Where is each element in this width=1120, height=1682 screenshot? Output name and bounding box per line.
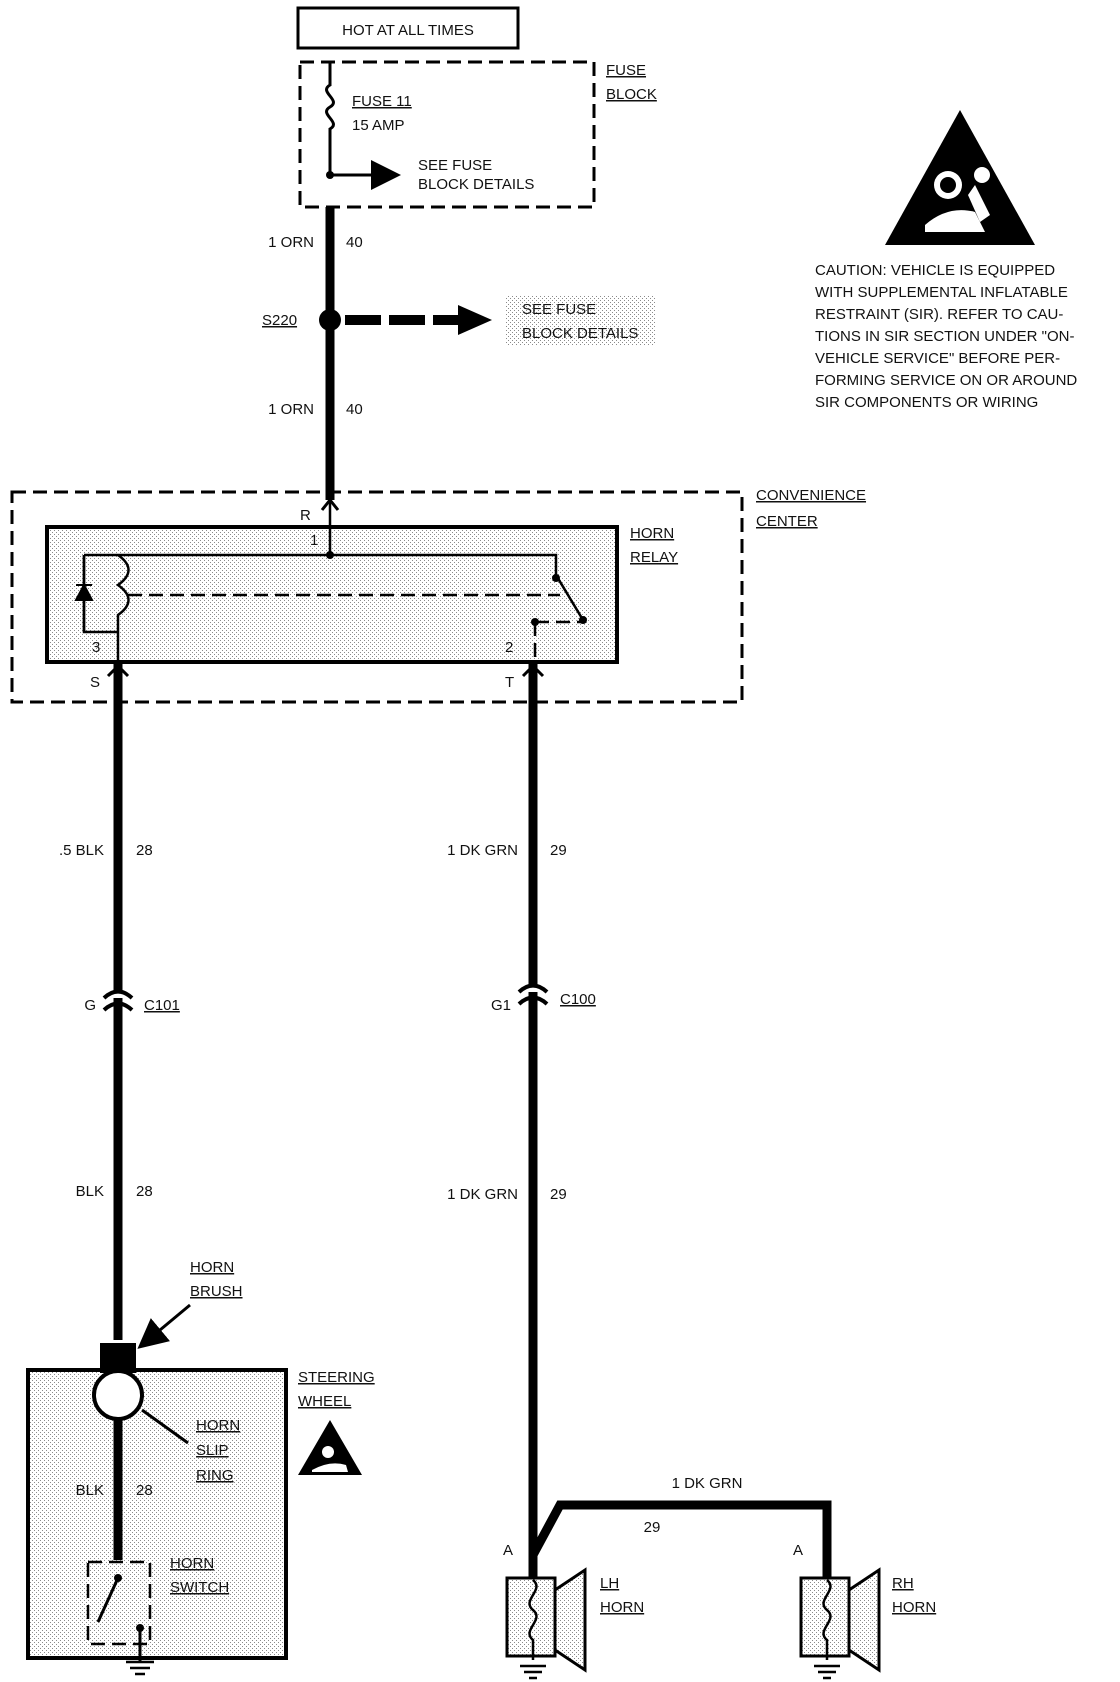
rh-horn-label-2: HORN: [892, 1599, 936, 1616]
splice-see-details-1: SEE FUSE: [522, 301, 596, 318]
rh-horn-label-1: RH: [892, 1575, 914, 1592]
rh-horn: A RH HORN: [793, 1542, 936, 1680]
wire-blk-low-circuit: 28: [136, 1183, 153, 1200]
rh-horn-pin: A: [793, 1542, 803, 1559]
pin-r: R: [300, 507, 311, 524]
c100-name: C100: [560, 991, 596, 1008]
rh-horn-ground-icon: [814, 1664, 840, 1680]
wire-grn-low-gauge: 1 DK GRN: [447, 1186, 518, 1203]
horn-slip-ring: [92, 1369, 144, 1421]
horn-relay-title-2: RELAY: [630, 549, 678, 566]
fuse-name: FUSE 11: [352, 93, 412, 110]
wire-blk-low-gauge: BLK: [76, 1183, 104, 1200]
fuse-see-details-2: BLOCK DETAILS: [418, 176, 534, 193]
wire-orn-lower-gauge: 1 ORN: [268, 401, 314, 418]
caution-line-6: FORMING SERVICE ON OR AROUND: [815, 372, 1077, 389]
caution-line-5: VEHICLE SERVICE" BEFORE PER-: [815, 350, 1060, 367]
splice-s220: S220 SEE FUSE BLOCK DETAILS: [262, 296, 655, 346]
wire-grn-mid-gauge: 1 DK GRN: [447, 842, 518, 859]
convenience-center-title-1: CONVENIENCE: [756, 487, 866, 504]
horn-brush-label-1: HORN: [190, 1259, 234, 1276]
hot-at-all-times-box: HOT AT ALL TIMES: [296, 6, 520, 50]
wire-steering-gauge: BLK: [76, 1482, 104, 1499]
splice-see-details-2: BLOCK DETAILS: [522, 325, 638, 342]
wire-grn-low-circuit: 29: [550, 1186, 567, 1203]
slip-ring-label-2: SLIP: [196, 1442, 229, 1459]
pin-s: S: [90, 674, 100, 691]
convenience-center-title-2: CENTER: [756, 513, 818, 530]
wire-blk-mid-gauge: .5 BLK: [59, 842, 104, 859]
relay-pin-2: 2: [505, 639, 513, 656]
splice-label: S220: [262, 312, 297, 329]
fuse-block: FUSE BLOCK FUSE 11 15 AMP SEE FUSE BLOCK…: [298, 60, 657, 209]
slip-ring-label-3: RING: [196, 1467, 234, 1484]
sir-caution: CAUTION: VEHICLE IS EQUIPPED WITH SUPPLE…: [815, 110, 1077, 411]
fuse-rating: 15 AMP: [352, 117, 405, 134]
lh-horn-pin: A: [503, 1542, 513, 1559]
fuse-block-title-1: FUSE: [606, 62, 646, 79]
caution-line-1: CAUTION: VEHICLE IS EQUIPPED: [815, 262, 1055, 279]
dk-grn-cross-wire: [529, 1500, 832, 1580]
horn-relay: HORN RELAY 1 2 3: [45, 500, 678, 664]
wire-grn-mid-circuit: 29: [550, 842, 567, 859]
fuse-block-title-2: BLOCK: [606, 86, 657, 103]
switch-ground-icon: [126, 1660, 154, 1676]
wire-steering-circuit: 28: [136, 1482, 153, 1499]
lh-horn-ground-icon: [520, 1664, 546, 1680]
horn-relay-title-1: HORN: [630, 525, 674, 542]
caution-line-4: TIONS IN SIR SECTION UNDER "ON-: [815, 328, 1075, 345]
fuse-see-details-1: SEE FUSE: [418, 157, 492, 174]
connector-c101: G C101: [84, 989, 180, 1014]
fuse-symbol: [325, 62, 335, 175]
relay-pin-1: 1: [310, 532, 318, 549]
wire-orn-upper-gauge: 1 ORN: [268, 234, 314, 251]
c101-pin: G: [84, 997, 96, 1014]
relay-coil: [115, 553, 130, 660]
caution-line-3: RESTRAINT (SIR). REFER TO CAU-: [815, 306, 1063, 323]
steering-wheel-title-1: STEERING: [298, 1369, 375, 1386]
horn-switch: [86, 1560, 154, 1676]
wire-cross-gauge: 1 DK GRN: [672, 1475, 743, 1492]
wire-cross-circuit: 29: [644, 1519, 661, 1536]
slip-ring-label-1: HORN: [196, 1417, 240, 1434]
hot-at-all-times-label: HOT AT ALL TIMES: [342, 22, 474, 39]
lh-horn: A LH HORN: [503, 1542, 644, 1680]
lh-horn-label-1: LH: [600, 1575, 619, 1592]
wire-blk-mid-circuit: 28: [136, 842, 153, 859]
horn-switch-label-2: SWITCH: [170, 1579, 229, 1596]
lh-horn-label-2: HORN: [600, 1599, 644, 1616]
caution-line-2: WITH SUPPLEMENTAL INFLATABLE: [815, 284, 1068, 301]
relay-pin-3: 3: [92, 639, 100, 656]
connector-c100: G1 C100: [491, 983, 596, 1014]
horn-switch-label-1: HORN: [170, 1555, 214, 1572]
steering-wheel: STEERING WHEEL HORN BRUSH HORN SLIP RING…: [26, 1259, 375, 1676]
wire-orn-upper-circuit: 40: [346, 234, 363, 251]
caution-line-7: SIR COMPONENTS OR WIRING: [815, 394, 1038, 411]
c101-name: C101: [144, 997, 180, 1014]
sir-warning-icon: [885, 110, 1035, 245]
horn-brush: [100, 1343, 136, 1373]
pin-t: T: [505, 674, 514, 691]
c100-pin: G1: [491, 997, 511, 1014]
horn-brush-label-2: BRUSH: [190, 1283, 243, 1300]
wire-orn-lower-circuit: 40: [346, 401, 363, 418]
steering-wheel-title-2: WHEEL: [298, 1393, 351, 1410]
convenience-center: CONVENIENCE CENTER R S T: [10, 487, 866, 704]
